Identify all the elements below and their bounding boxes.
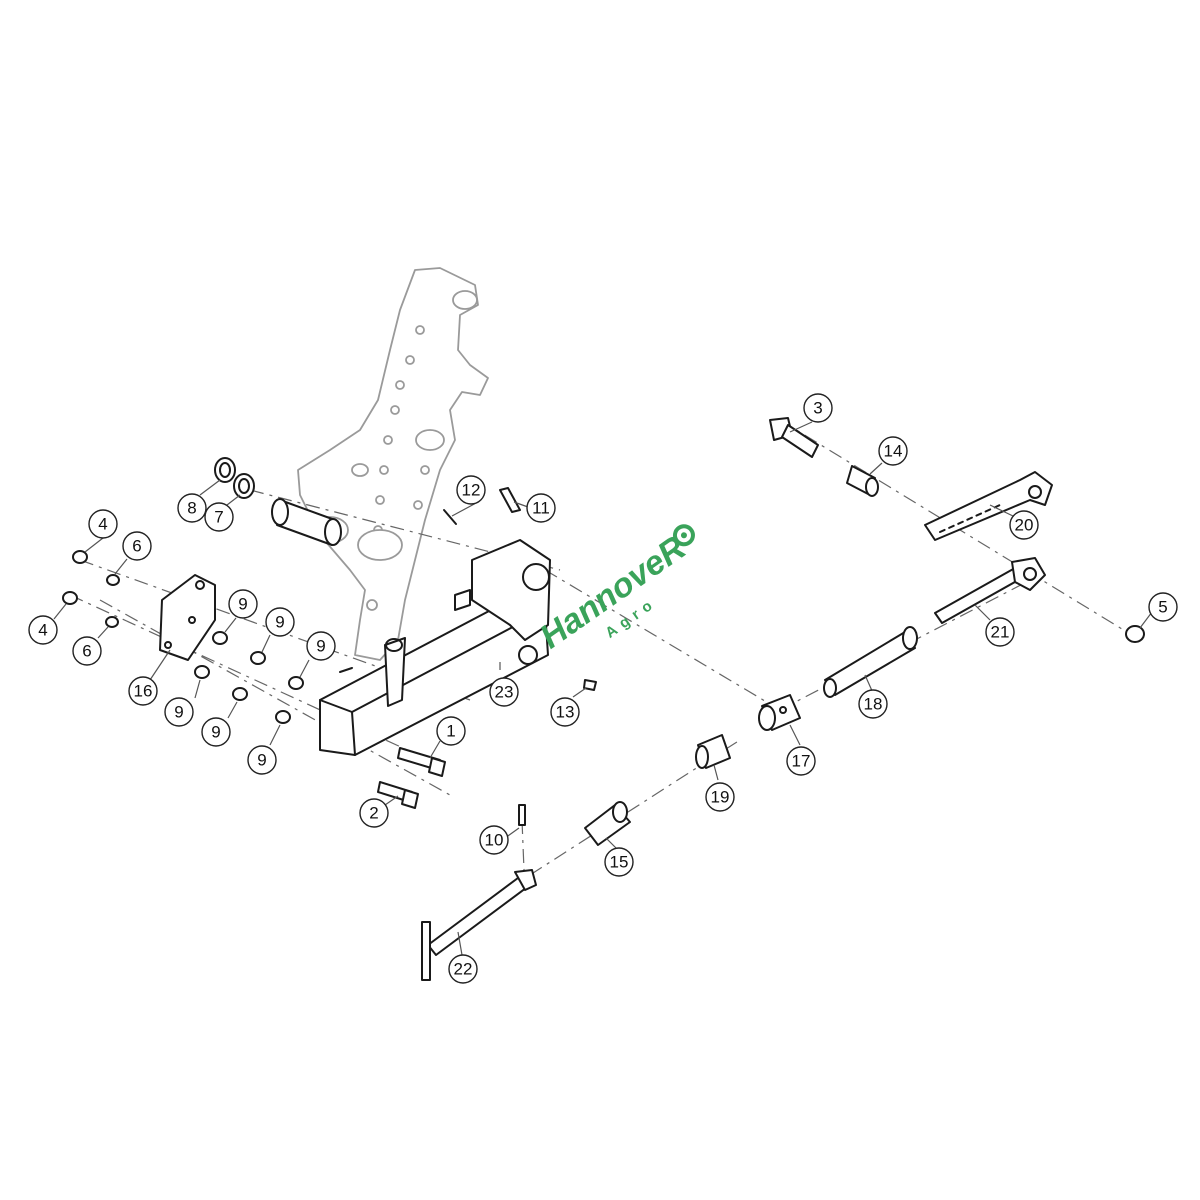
callout: 20 — [1009, 510, 1039, 540]
callout: 12 — [456, 475, 486, 505]
callout-label: 22 — [454, 960, 473, 979]
callout-label: 7 — [214, 508, 223, 527]
callout: 13 — [550, 697, 580, 727]
callout-label: 5 — [1158, 598, 1167, 617]
part-3-bolt — [769, 417, 819, 458]
part-19-bushing — [695, 734, 731, 769]
callout: 14 — [878, 436, 908, 466]
callout: 16 — [128, 676, 158, 706]
callout-label: 17 — [792, 752, 811, 771]
callout-label: 12 — [462, 481, 481, 500]
bushing-tube — [271, 498, 342, 546]
leader-lines — [53, 421, 1153, 956]
callout: 9 — [265, 607, 295, 637]
callout: 2 — [359, 798, 389, 828]
background-frame — [297, 267, 489, 661]
callout-label: 4 — [38, 621, 47, 640]
callout-label: 18 — [864, 695, 883, 714]
assembly-axes — [69, 419, 1141, 876]
callout: 21 — [985, 617, 1015, 647]
callout: 1 — [436, 716, 466, 746]
part-21-rod — [934, 557, 1046, 624]
callout: 7 — [204, 502, 234, 532]
callout-label: 10 — [485, 831, 504, 850]
callout-label: 3 — [813, 399, 822, 418]
part-22-lever — [421, 869, 537, 981]
callout-label: 9 — [211, 723, 220, 742]
callout-label: 9 — [257, 751, 266, 770]
callout-label: 13 — [556, 703, 575, 722]
callout: 6 — [122, 531, 152, 561]
callout: 22 — [448, 954, 478, 984]
callout-label: 4 — [98, 515, 107, 534]
part-4-nut-upper — [72, 550, 88, 564]
part-2-bolt — [377, 781, 419, 809]
part-4-nut-lower — [62, 591, 78, 605]
callout-label: 9 — [316, 637, 325, 656]
callout: 17 — [786, 746, 816, 776]
part-13-nipple — [583, 679, 597, 691]
callout-label: 11 — [532, 499, 550, 518]
callout-label: 8 — [187, 499, 196, 518]
callout-label: 6 — [132, 537, 141, 556]
callout: 23 — [489, 677, 519, 707]
callout: 15 — [604, 847, 634, 877]
part-17-bushing — [758, 694, 801, 731]
callout: 18 — [858, 689, 888, 719]
part-6-washer-lower — [105, 616, 119, 628]
part-12-pin — [443, 509, 457, 525]
gear-icon — [672, 524, 695, 547]
callout: 4 — [28, 615, 58, 645]
callout: 3 — [803, 393, 833, 423]
watermark-logo: HannoveR Agro — [533, 524, 695, 656]
callout: 9 — [247, 745, 277, 775]
callout: 9 — [201, 717, 231, 747]
callout-label: 9 — [275, 613, 284, 632]
part-9-washers — [194, 631, 304, 724]
callout-label: 9 — [238, 595, 247, 614]
part-7-washer — [233, 473, 255, 499]
part-1-bolt — [397, 747, 446, 777]
part-16-plate — [159, 574, 216, 661]
callout: 10 — [479, 825, 509, 855]
callout-label: 2 — [369, 804, 378, 823]
callout: 9 — [164, 697, 194, 727]
part-23-arm — [319, 539, 551, 756]
callout-label: 16 — [134, 682, 153, 701]
callout-label: 20 — [1015, 516, 1034, 535]
callout: 6 — [72, 636, 102, 666]
part-11-pin — [499, 487, 521, 513]
callout-label: 15 — [610, 853, 629, 872]
part-5-nut — [1125, 625, 1145, 643]
callout: 11 — [526, 493, 556, 523]
callout: 19 — [705, 782, 735, 812]
part-8-washer — [214, 457, 236, 483]
part-18-pin — [823, 626, 918, 698]
part-15-sleeve — [584, 801, 631, 846]
callout: 9 — [306, 631, 336, 661]
callout-label: 14 — [884, 442, 903, 461]
callout: 9 — [228, 589, 258, 619]
part-10-pin — [518, 804, 526, 826]
callout-label: 19 — [711, 788, 730, 807]
callout-label: 6 — [82, 642, 91, 661]
callout-label: 23 — [495, 683, 514, 702]
callout-label: 1 — [446, 722, 455, 741]
callout-label: 21 — [991, 623, 1010, 642]
callout: 8 — [177, 493, 207, 523]
part-14-bushing — [846, 465, 879, 497]
part-6-washer-upper — [106, 574, 120, 586]
callout: 4 — [88, 509, 118, 539]
callout-label: 9 — [174, 703, 183, 722]
callout: 5 — [1148, 592, 1178, 622]
part-20-strap — [924, 471, 1053, 541]
